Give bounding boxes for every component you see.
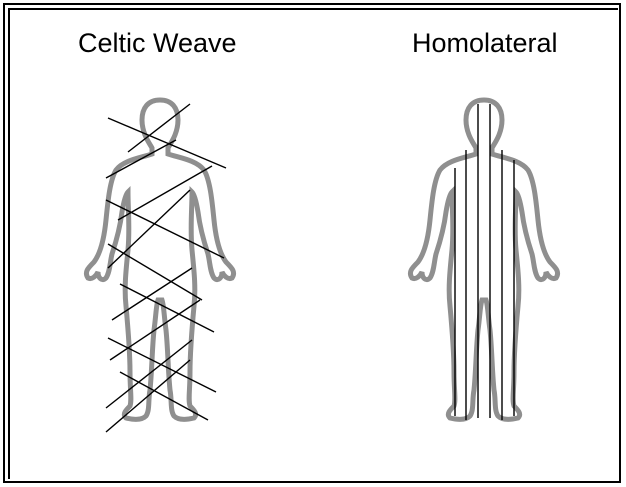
homolateral-figure — [410, 100, 557, 420]
body-outline-right — [410, 100, 557, 419]
celtic-weave-figure — [86, 100, 233, 432]
